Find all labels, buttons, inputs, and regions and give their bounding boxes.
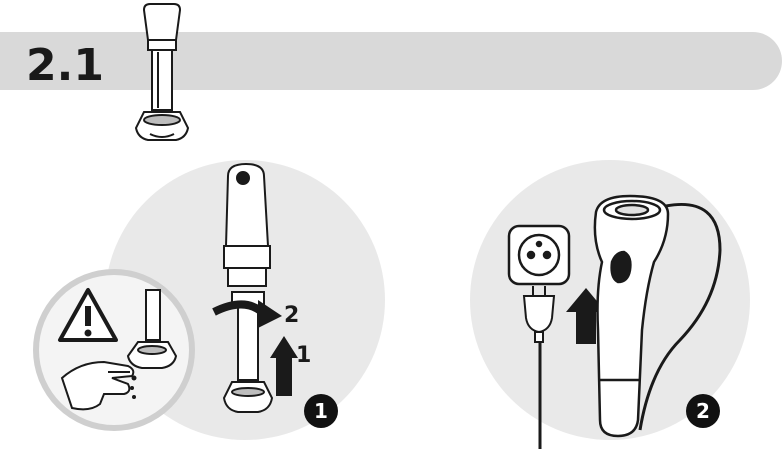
warning-triangle-icon (58, 288, 118, 342)
hand-blender-icon (223, 162, 271, 287)
step-2-badge: 2 (686, 394, 720, 428)
hand-blender-icon (593, 194, 670, 438)
blender-shaft (222, 291, 274, 413)
step-1-number: 1 (314, 399, 328, 423)
header-bar (0, 32, 782, 90)
section-header: 2.1 (0, 32, 782, 91)
plug-icon (522, 286, 556, 343)
section-number: 2.1 (26, 40, 104, 91)
step-2-number: 2 (696, 399, 710, 423)
arrow-up-icon (270, 336, 298, 396)
power-cord (638, 203, 722, 431)
wall-socket-icon (507, 224, 571, 286)
curved-arrow-icon (212, 300, 282, 328)
arrow-label-1: 1 (296, 343, 311, 368)
hand-icon (60, 360, 135, 411)
step-1-panel: 2 1 1 (33, 160, 385, 440)
warning-inset (33, 269, 195, 431)
inset-shaft (126, 289, 178, 369)
arrow-label-2: 2 (284, 303, 299, 328)
step-1-badge: 1 (304, 394, 338, 428)
water-drops (130, 375, 137, 399)
step-2-panel: 2 (470, 160, 750, 449)
arrow-up-icon (566, 288, 606, 344)
blender-attachment-icon (134, 3, 190, 141)
